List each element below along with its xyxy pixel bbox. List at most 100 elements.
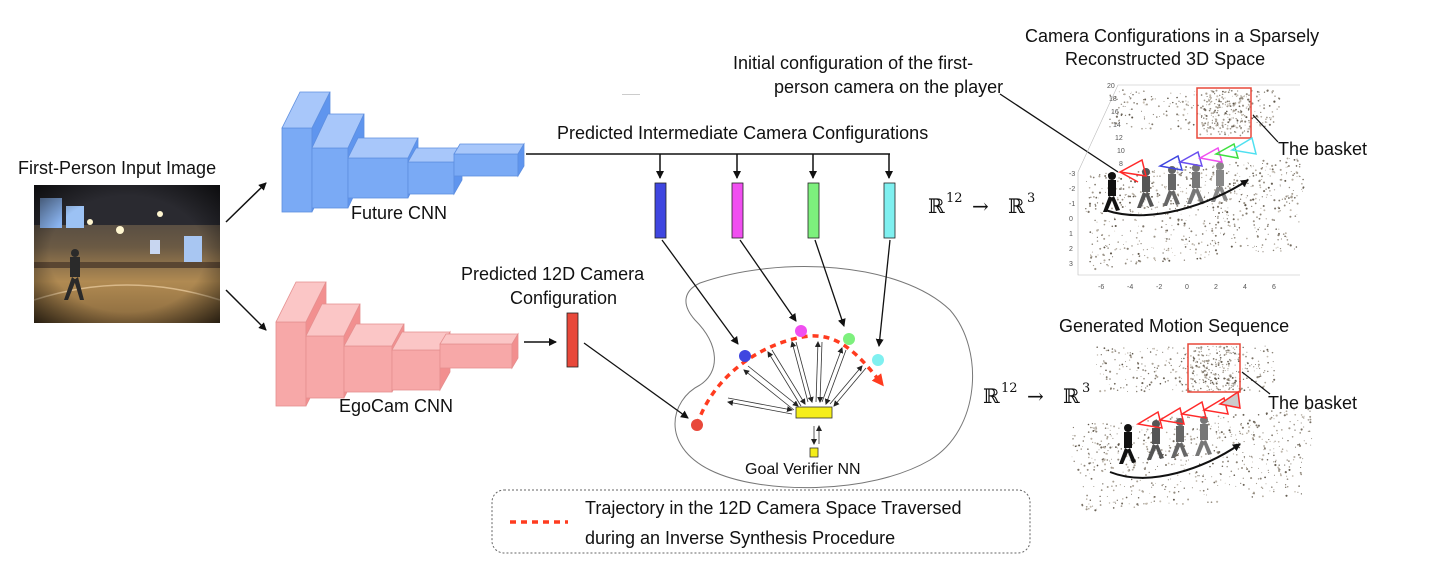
point-cloud-dot — [1219, 389, 1221, 391]
point-cloud-dot — [1085, 505, 1088, 508]
future-cnn-label: Future CNN — [351, 203, 447, 223]
point-cloud-dot — [1096, 508, 1098, 510]
point-cloud-dot — [1218, 360, 1220, 362]
point-cloud-dot — [1297, 453, 1300, 456]
point-cloud-dot — [1191, 383, 1193, 385]
point-cloud-dot — [1091, 432, 1093, 434]
point-cloud-dot — [1232, 453, 1234, 455]
sparse-3d-plot-bottom: The basket — [1071, 343, 1357, 512]
point-cloud-dot — [1231, 125, 1234, 128]
point-cloud-dot — [1228, 102, 1231, 105]
point-cloud-dot — [1182, 347, 1185, 350]
point-cloud-dot — [1231, 90, 1233, 92]
point-cloud-dot — [1103, 237, 1106, 240]
point-cloud-dot — [1118, 352, 1120, 354]
point-cloud-dot — [1101, 212, 1103, 215]
point-cloud-dot — [1255, 482, 1258, 485]
point-cloud-dot — [1240, 120, 1242, 123]
point-cloud-dot — [1239, 100, 1242, 102]
point-cloud-dot — [1088, 454, 1090, 456]
point-cloud-dot — [1204, 478, 1206, 480]
point-cloud-dot — [1131, 245, 1133, 247]
point-cloud-dot — [1111, 351, 1114, 354]
point-cloud-dot — [1294, 413, 1297, 416]
point-cloud-dot — [1261, 167, 1264, 169]
point-cloud-dot — [1198, 475, 1200, 477]
point-cloud-dot — [1280, 250, 1282, 252]
point-cloud-dot — [1165, 240, 1168, 243]
point-cloud-dot — [1287, 195, 1289, 197]
point-cloud-dot — [1245, 107, 1247, 109]
point-cloud-dot — [1220, 227, 1223, 230]
point-cloud-dot — [1264, 448, 1266, 450]
point-cloud-dot — [1284, 235, 1286, 238]
point-cloud-dot — [1150, 501, 1152, 504]
point-cloud-dot — [1200, 241, 1203, 243]
point-cloud-dot — [1262, 350, 1265, 353]
point-cloud-dot — [1207, 386, 1210, 388]
point-cloud-dot — [1176, 105, 1179, 108]
point-cloud-dot — [1212, 171, 1215, 174]
point-cloud-dot — [1141, 363, 1143, 365]
point-cloud-dot — [1116, 389, 1119, 392]
point-cloud-dot — [1240, 110, 1243, 113]
point-cloud-dot — [1152, 348, 1154, 350]
point-cloud-dot — [1237, 101, 1240, 104]
point-cloud-dot — [1271, 486, 1273, 488]
point-cloud-dot — [1137, 366, 1140, 369]
point-cloud-dot — [1234, 112, 1236, 115]
point-cloud-dot — [1109, 94, 1111, 96]
point-cloud-dot — [1103, 389, 1106, 392]
point-cloud-dot — [1234, 93, 1237, 96]
point-cloud-dot — [1241, 120, 1243, 123]
point-cloud-dot — [1205, 174, 1208, 177]
point-cloud-dot — [1204, 256, 1206, 258]
point-cloud-dot — [1171, 463, 1173, 466]
point-cloud-dot — [1177, 195, 1180, 197]
point-cloud-dot — [1243, 441, 1245, 443]
point-cloud-dot — [1225, 378, 1226, 379]
point-cloud-dot — [1239, 134, 1242, 137]
point-cloud-dot — [1293, 248, 1295, 250]
point-cloud-dot — [1122, 498, 1124, 500]
point-cloud-dot — [1204, 380, 1207, 383]
point-cloud-dot — [1120, 422, 1122, 424]
point-cloud-dot — [1193, 389, 1196, 391]
point-cloud-dot — [1291, 435, 1294, 438]
point-cloud-dot — [1222, 103, 1224, 105]
x-tick-label: 6 — [1272, 284, 1276, 291]
point-cloud-dot — [1232, 388, 1234, 391]
point-cloud-dot — [1184, 435, 1186, 438]
point-cloud-dot — [1283, 197, 1285, 199]
point-cloud-dot — [1252, 198, 1255, 201]
point-cloud-dot — [1168, 445, 1171, 447]
point-cloud-dot — [1166, 229, 1169, 232]
point-cloud-dot — [1118, 368, 1121, 370]
point-cloud-dot — [1074, 434, 1076, 437]
point-cloud-dot — [1149, 186, 1152, 189]
point-cloud-dot — [1224, 124, 1226, 126]
point-cloud-dot — [1301, 416, 1304, 418]
point-cloud-dot — [1294, 446, 1297, 448]
point-cloud-dot — [1217, 126, 1219, 128]
point-cloud-dot — [1287, 165, 1290, 167]
point-cloud-dot — [1107, 427, 1109, 429]
point-cloud-dot — [1193, 94, 1195, 96]
point-cloud-dot — [1199, 387, 1202, 390]
point-cloud-dot — [1117, 197, 1119, 199]
point-cloud-dot — [1190, 230, 1193, 233]
point-cloud-dot — [1093, 427, 1095, 429]
point-cloud-dot — [1247, 182, 1249, 185]
point-cloud-dot — [1229, 431, 1232, 434]
point-cloud-dot — [1214, 234, 1217, 237]
point-cloud-dot — [1296, 159, 1299, 162]
point-cloud-dot — [1285, 195, 1288, 198]
point-cloud-dot — [1229, 352, 1231, 354]
point-cloud-dot — [1233, 103, 1236, 106]
point-cloud-dot — [1226, 346, 1228, 348]
point-cloud-dot — [1230, 198, 1232, 200]
point-cloud-dot — [1219, 354, 1221, 356]
point-cloud-dot — [1223, 113, 1226, 116]
point-cloud-dot — [1072, 435, 1074, 436]
point-cloud-dot — [1091, 232, 1093, 234]
